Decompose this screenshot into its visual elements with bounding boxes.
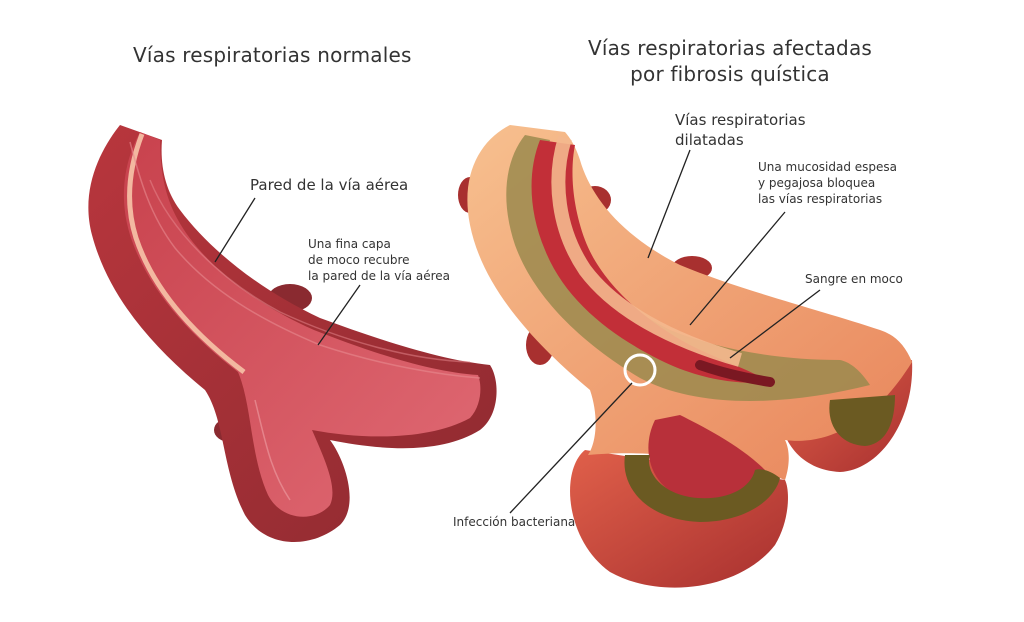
label-thin-mucus: Una fina capa de moco recubre la pared d… [308, 237, 451, 283]
infection-area [829, 395, 895, 446]
tissue-line [129, 141, 481, 379]
normal-airway [88, 125, 497, 542]
leader-line-dilated [647, 149, 691, 259]
leader-line-wall [214, 197, 256, 263]
title-normal: Vías respiratorias normales [133, 43, 412, 67]
leader-line-infection [509, 382, 633, 514]
branch-lumen [648, 415, 765, 501]
dilated-wall-stripe [551, 135, 742, 367]
thick-mucus [506, 135, 870, 402]
airway-lumen [123, 132, 481, 517]
label-thick-mucus: Una mucosidad espesa y pegajosa bloquea … [758, 160, 898, 206]
blood-in-mucus [695, 360, 775, 387]
leader-line-blood [729, 289, 821, 359]
leader-lines [214, 149, 821, 514]
tissue-line [149, 179, 471, 363]
leader-line-thin-mucus [317, 284, 361, 346]
tissue-line [254, 399, 291, 501]
label-blood: Sangre en moco [805, 272, 903, 286]
label-dilated: Vías respiratorias dilatadas [675, 111, 806, 149]
infection-area [624, 455, 780, 522]
infection-marker [623, 353, 657, 387]
thin-mucus-layer [126, 133, 246, 374]
label-infection: Infección bacteriana [453, 515, 576, 529]
leader-line-thick-mucus [689, 211, 786, 326]
label-wall: Pared de la vía aérea [250, 176, 409, 194]
title-affected: Vías respiratorias afectadas por fibrosi… [587, 36, 873, 86]
affected-airway [458, 125, 913, 588]
